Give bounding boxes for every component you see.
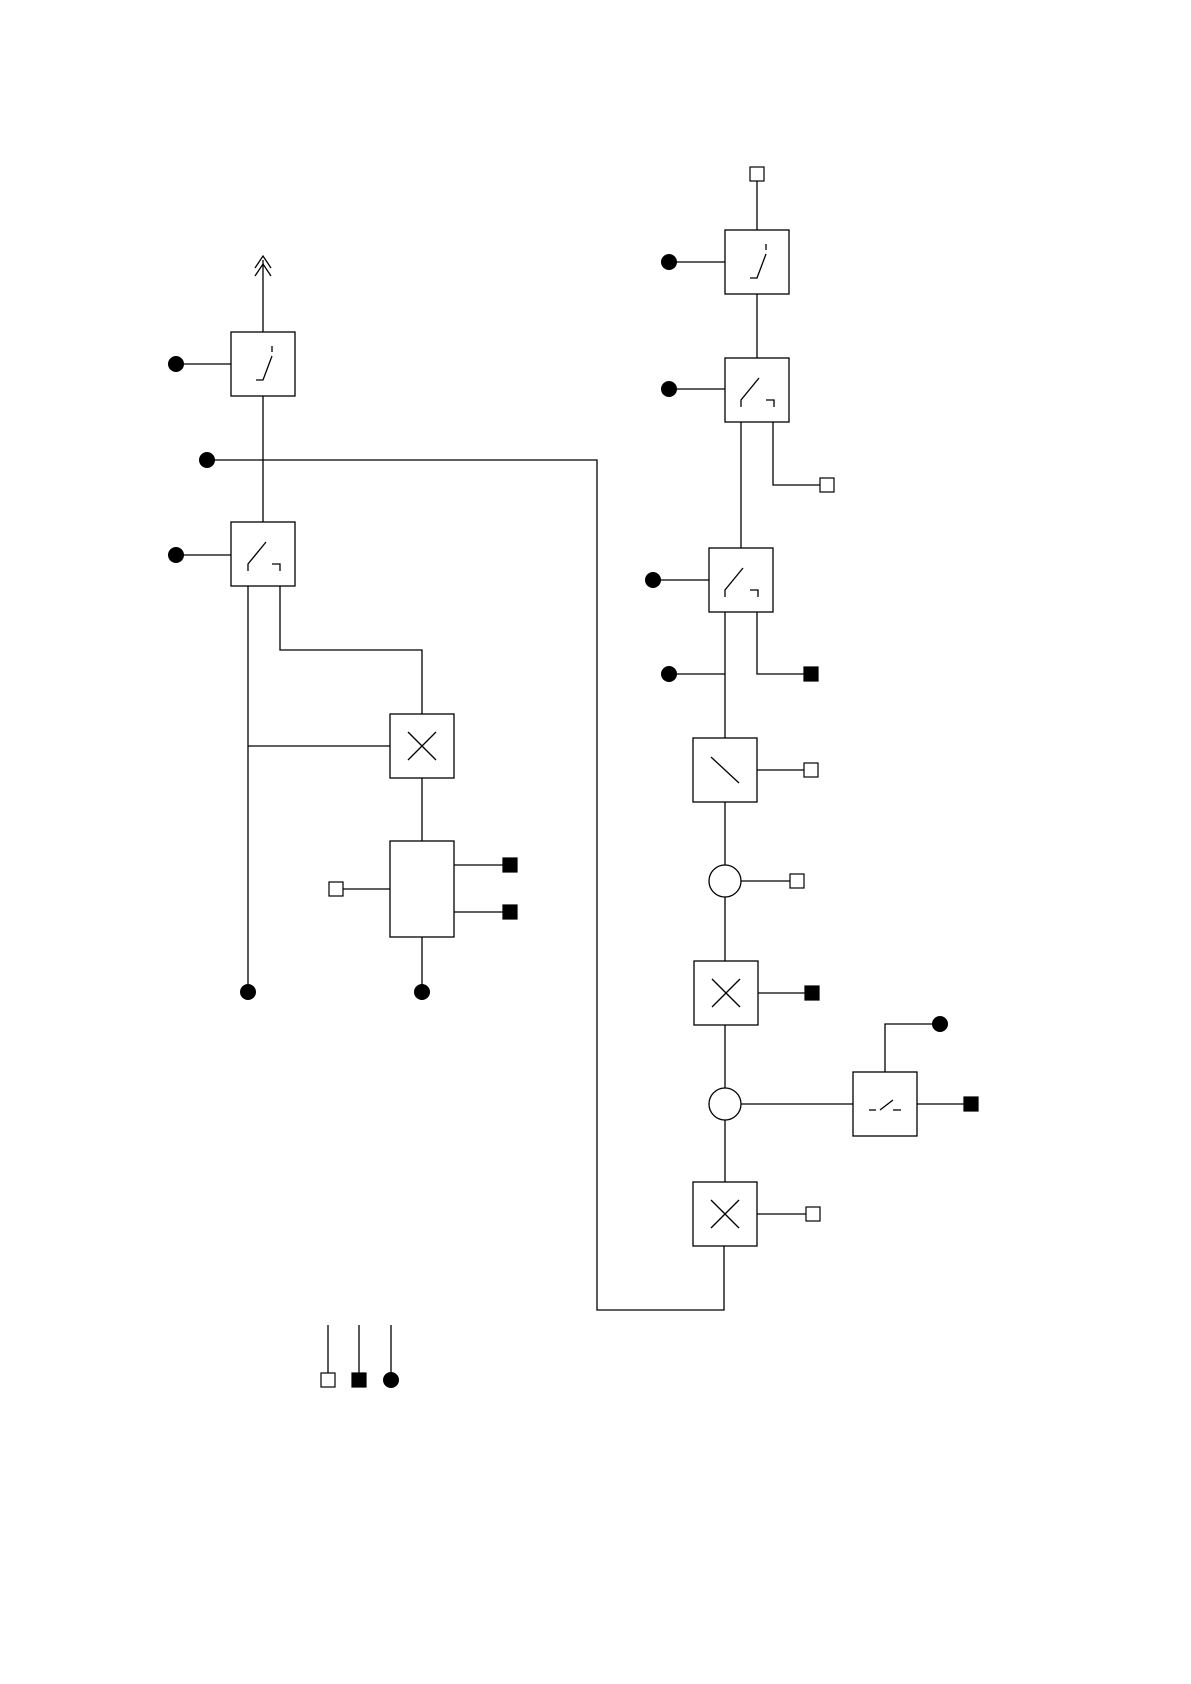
control-terminal-dot: [168, 547, 231, 563]
terminal-legend: [321, 1325, 399, 1388]
outgoing-double-arrow-icon: [255, 256, 271, 332]
terminal-dot: [414, 984, 430, 1000]
branch-terminal-square: [758, 986, 819, 1000]
earthing-switch-box: [853, 1072, 917, 1136]
input-terminal-square: [329, 882, 390, 896]
control-terminal-dot: [661, 666, 725, 682]
left-assembly: [168, 256, 724, 1310]
output-terminal-square: [454, 858, 517, 872]
current-transformer-ring: [709, 865, 741, 897]
switch-disconnector-box: [693, 738, 757, 802]
disconnector-box: [231, 332, 295, 396]
top-terminal-square: [750, 167, 764, 181]
branch-terminal-square: [741, 874, 804, 888]
branch-terminal-square: [757, 1207, 820, 1221]
terminal-dot: [240, 984, 256, 1000]
branch-terminal-square: [773, 422, 834, 492]
control-terminal-dot: [661, 381, 725, 397]
control-terminal-dot: [885, 1016, 948, 1072]
disconnector-box: [725, 230, 789, 294]
legend-filled-square-icon: [352, 1325, 366, 1387]
changeover-switch-box: [725, 358, 789, 422]
control-terminal-dot: [168, 356, 231, 372]
circuit-breaker-box: [390, 714, 454, 778]
legend-filled-circle-icon: [383, 1325, 399, 1388]
branch-terminal-square: [757, 612, 818, 681]
right-assembly: [645, 167, 978, 1246]
current-transformer-ring: [709, 1088, 741, 1120]
control-unit-box: [390, 841, 454, 937]
circuit-breaker-box: [693, 1182, 757, 1246]
output-terminal-square: [454, 905, 517, 919]
changeover-switch-box: [231, 522, 295, 586]
branch-terminal-square: [757, 763, 818, 777]
legend-open-square-icon: [321, 1325, 335, 1387]
branch-terminal-square: [917, 1097, 978, 1111]
circuit-breaker-box: [694, 961, 758, 1025]
control-terminal-dot: [645, 572, 709, 588]
control-terminal-dot: [661, 254, 725, 270]
changeover-switch-box: [709, 548, 773, 612]
